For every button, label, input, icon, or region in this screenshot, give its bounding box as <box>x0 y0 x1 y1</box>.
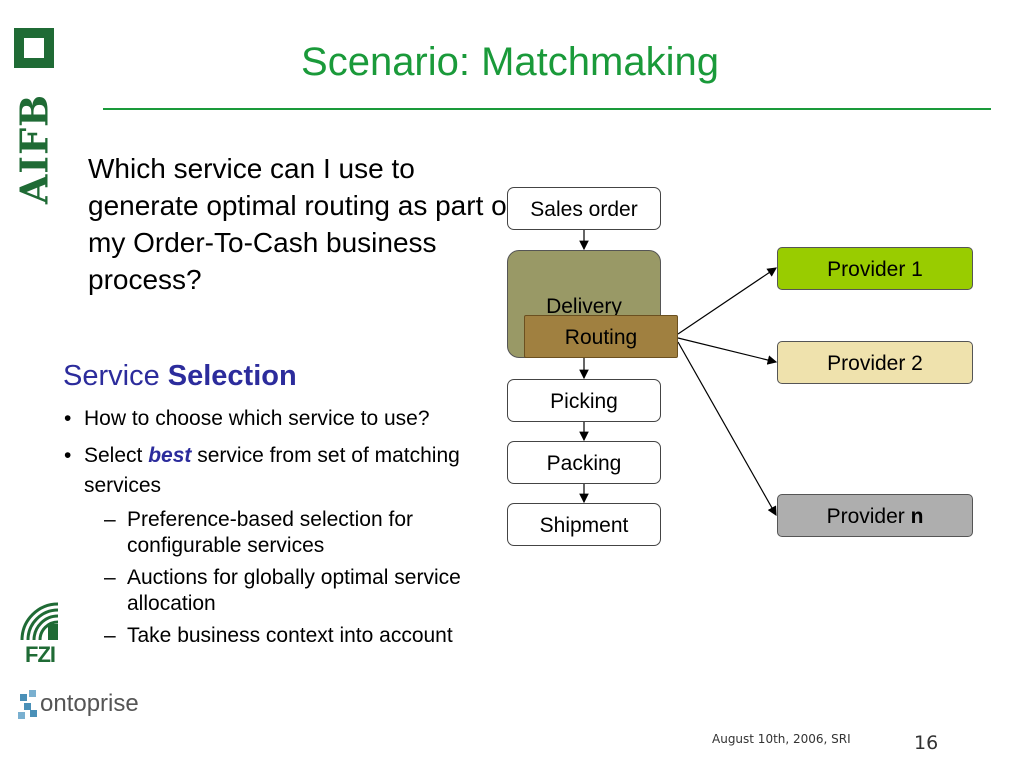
arrow-routing-provider1 <box>677 267 777 335</box>
step-sales-order: Sales order <box>507 187 661 230</box>
step-delivery-label: Delivery <box>546 295 622 318</box>
bullet-emphasis: best <box>148 444 192 467</box>
provider-n: Provider n <box>777 494 973 537</box>
step-picking: Picking <box>507 379 661 422</box>
arrow-routing-providern <box>677 341 777 517</box>
sub-bullet-text: Preference-based selection for configura… <box>127 508 413 557</box>
fzi-emblem-icon <box>20 602 59 641</box>
aifb-logo-text: AIFB <box>11 93 57 205</box>
step-routing: Routing <box>524 315 678 358</box>
sub-bullet-item: –Take business context into account <box>104 624 453 647</box>
bullet-text-post: service from set of matching services <box>84 444 460 497</box>
sub-bullet-item: –Preference-based selection for configur… <box>104 508 413 557</box>
fzi-logo-text: FZI <box>25 642 56 667</box>
ontoprise-logo: ontoprise <box>18 690 158 726</box>
provider-2: Provider 2 <box>777 341 973 384</box>
ontoprise-emblem-icon <box>18 690 37 719</box>
fzi-logo: FZI <box>18 600 62 667</box>
bullet-text: How to choose which service to use? <box>84 407 430 430</box>
slide-number: 16 <box>914 732 939 754</box>
bullet-text-pre: Select <box>84 444 149 467</box>
step-packing: Packing <box>507 441 661 484</box>
section-heading-bold: Selection <box>167 360 297 392</box>
ontoprise-logo-text: ontoprise <box>40 690 139 717</box>
bullet-item: •Select best service from set of matchin… <box>64 444 460 497</box>
aifb-logo: AIFB <box>10 28 58 204</box>
provider-n-suffix: n <box>910 505 924 528</box>
sub-bullet-text: Take business context into account <box>127 624 453 647</box>
section-heading-plain: Service <box>63 360 168 392</box>
footer-date: August 10th, 2006, SRI <box>712 732 851 746</box>
bullet-item: •How to choose which service to use? <box>64 407 430 430</box>
provider-1: Provider 1 <box>777 247 973 290</box>
question-text: Which service can I use to generate opti… <box>88 153 515 295</box>
arrow-routing-provider2 <box>677 337 778 365</box>
aifb-square-icon <box>14 28 54 68</box>
sub-bullet-item: –Auctions for globally optimal service a… <box>104 566 461 615</box>
section-heading: Service Selection <box>63 360 297 393</box>
slide-title: Scenario: Matchmaking <box>301 40 719 84</box>
sub-bullet-text: Auctions for globally optimal service al… <box>127 566 461 615</box>
step-shipment: Shipment <box>507 503 661 546</box>
provider-n-prefix: Provider <box>826 505 911 528</box>
title-divider <box>103 108 991 110</box>
